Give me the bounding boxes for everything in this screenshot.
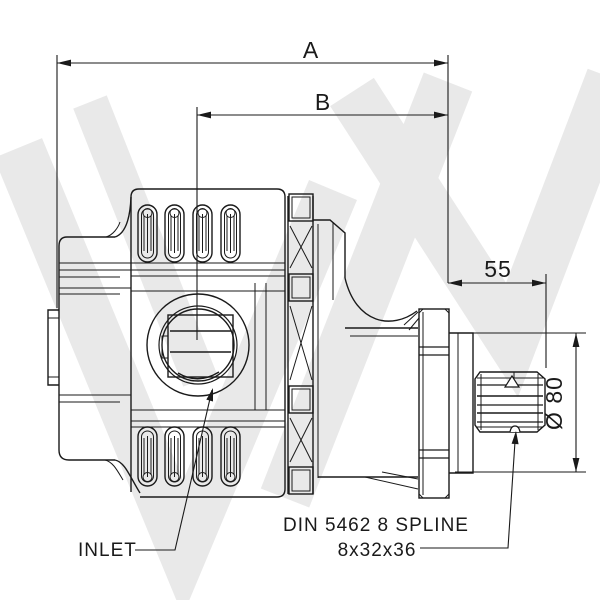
watermark-logo xyxy=(0,68,600,600)
bell-housing xyxy=(313,219,420,490)
cooling-slots-top xyxy=(137,204,241,263)
slot xyxy=(137,426,158,487)
bolt-head xyxy=(288,385,314,414)
slot xyxy=(220,204,241,263)
bolt-head xyxy=(288,193,314,222)
inlet-label: INLET xyxy=(78,540,137,561)
arrowhead-left xyxy=(197,111,211,119)
slot xyxy=(192,204,213,263)
casting-web xyxy=(289,305,313,381)
cap-body-transition-bottom xyxy=(114,459,141,494)
dimension-diameter-80: Ø 80 xyxy=(455,332,586,473)
leader-line xyxy=(420,433,517,549)
slot xyxy=(164,204,185,263)
bolt-head xyxy=(288,466,314,495)
side-port-boss xyxy=(47,309,59,386)
leader-arrowhead xyxy=(206,388,213,402)
rear-cover xyxy=(287,193,319,495)
casting-web xyxy=(289,225,313,269)
casting-web xyxy=(289,417,313,463)
spline-callout: DIN 5462 8 SPLINE 8x32x36 xyxy=(283,431,519,561)
inlet-port xyxy=(146,293,250,397)
slot xyxy=(220,426,241,487)
arrowhead-right xyxy=(434,111,448,119)
pump-body xyxy=(130,188,286,498)
pump-assembly xyxy=(47,188,546,499)
inlet-callout: INLET xyxy=(78,388,213,561)
arrowhead-bottom xyxy=(572,458,580,472)
arrowhead-right xyxy=(532,279,546,287)
dimension-55: 55 xyxy=(448,256,547,368)
dimension-a-label: A xyxy=(303,37,319,63)
slot xyxy=(137,204,158,263)
spline-standard-label: DIN 5462 8 SPLINE xyxy=(283,515,469,536)
watermark-stroke xyxy=(330,68,600,398)
dimension-b: B xyxy=(196,89,448,340)
spline-size-label: 8x32x36 xyxy=(338,540,417,561)
port-bottom-shade xyxy=(177,371,220,380)
bolt-head xyxy=(288,273,314,302)
dimension-b-label: B xyxy=(315,89,331,115)
spline-shaft xyxy=(474,371,546,433)
flange-hub xyxy=(449,332,474,474)
dimension-55-label: 55 xyxy=(484,256,512,282)
end-cap xyxy=(47,196,141,494)
dimension-diameter-label: Ø 80 xyxy=(541,376,567,430)
bell-curve xyxy=(344,277,418,322)
watermark-stroke xyxy=(0,138,357,600)
leader-line xyxy=(135,389,213,551)
shaft-notch xyxy=(509,425,521,433)
leader-arrowhead xyxy=(511,431,519,445)
dimension-a: A xyxy=(56,37,449,308)
keyway-mark xyxy=(503,374,521,388)
watermark-stroke xyxy=(73,95,217,387)
arrowhead-top xyxy=(572,333,580,347)
arrowhead-left xyxy=(448,279,462,287)
arrowhead-left xyxy=(57,59,71,67)
arrowhead-right xyxy=(434,59,448,67)
mounting-flange xyxy=(418,308,474,499)
cooling-slots-bottom xyxy=(137,426,241,487)
slot xyxy=(164,426,185,487)
